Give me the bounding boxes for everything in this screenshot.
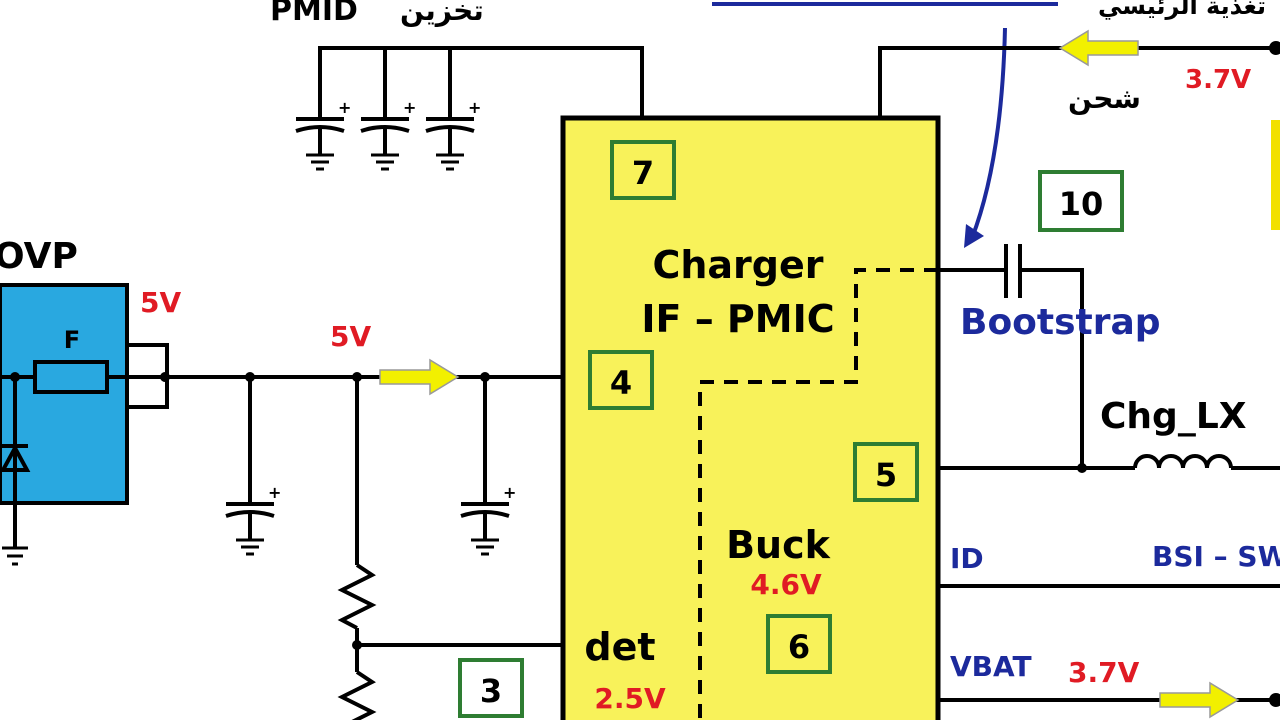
- svg-text:10: 10: [1059, 185, 1104, 223]
- bootstrap-capacitor: [938, 244, 1084, 468]
- svg-text:3: 3: [480, 672, 502, 710]
- chip-title-line1: Charger: [652, 243, 823, 287]
- marker-7: 5: [853, 442, 919, 502]
- ovp-voltage: 5V: [140, 286, 181, 319]
- input-arrow: [379, 359, 459, 395]
- pmid-bus: [294, 46, 644, 171]
- node-dot: [1077, 463, 1087, 473]
- input-capacitor: [459, 481, 519, 556]
- charge-arabic-label: شحن: [1068, 82, 1141, 115]
- charger-pmic-chip: [560, 115, 941, 725]
- chip-title-line2: IF – PMIC: [641, 297, 834, 341]
- marker-3: 3: [458, 658, 524, 718]
- chg-lx-label: Chg_LX: [1100, 396, 1247, 437]
- pmid-capacitor: [294, 96, 354, 171]
- det-voltage: 2.5V: [594, 682, 666, 715]
- vbat-voltage: 3.7V: [1068, 656, 1140, 689]
- buck-dashed-path: [698, 268, 938, 720]
- charge-voltage: 3.7V: [1185, 65, 1251, 95]
- id-pin-label: ID: [950, 542, 984, 575]
- vbat-pin-label: VBAT: [950, 650, 1032, 683]
- tvs-diode: [0, 372, 31, 566]
- svg-text:5: 5: [875, 456, 897, 494]
- bootstrap-pointer-line: [970, 27, 1007, 239]
- marker-4: 4: [588, 350, 654, 410]
- svg-text:4: 4: [610, 364, 632, 402]
- bootstrap-label: Bootstrap: [960, 302, 1161, 343]
- pmid-capacitor: [424, 96, 484, 171]
- pmid-label: PMID: [270, 0, 358, 28]
- marker-10: 10: [1038, 170, 1124, 232]
- pmid-capacitor: [359, 96, 419, 171]
- fuse-label: F: [64, 326, 80, 354]
- node-dot: [1269, 693, 1280, 707]
- ovp-label: OVP: [0, 236, 78, 277]
- bootstrap-pointer-arrowhead: [964, 224, 984, 248]
- inductor-symbol: [1133, 454, 1233, 469]
- pmid-arabic-label: تخزين: [400, 0, 484, 27]
- input-voltage: 5V: [330, 320, 371, 353]
- main-supply-arabic-label: تغذية الرئيسي: [1098, 0, 1266, 20]
- svg-text:7: 7: [632, 154, 654, 192]
- node-dot: [1269, 41, 1280, 55]
- buck-voltage: 4.6V: [750, 568, 822, 601]
- charge-arrow: [1059, 30, 1139, 66]
- det-label: det: [584, 625, 655, 669]
- bsi-label: BSI – SW: [1152, 540, 1280, 573]
- svg-text:6: 6: [788, 628, 810, 666]
- main-supply-rail: [878, 46, 1280, 118]
- marker-5: 7: [610, 140, 676, 200]
- input-capacitor: [224, 481, 284, 556]
- vbat-arrow: [1159, 682, 1239, 718]
- node-dot: [160, 372, 170, 382]
- resistor-divider: [337, 377, 377, 725]
- marker-6: 6: [766, 614, 832, 674]
- buck-label: Buck: [726, 523, 831, 567]
